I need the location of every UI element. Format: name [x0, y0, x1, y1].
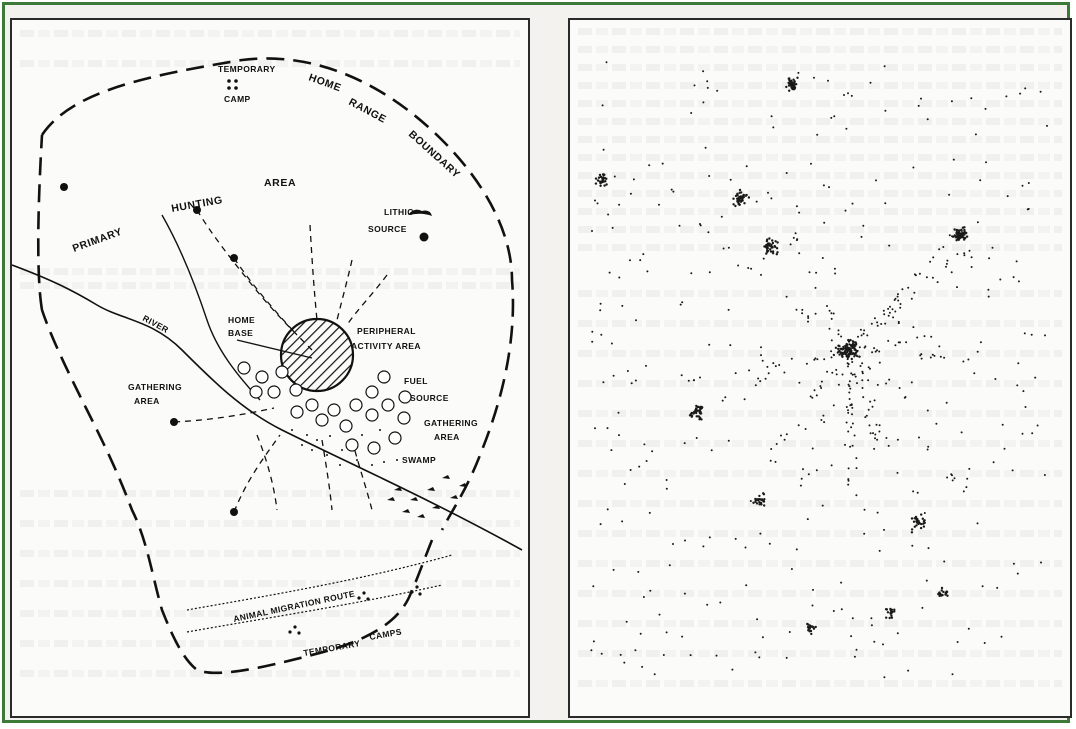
fuel-source-label: SOURCE — [410, 393, 449, 403]
fuel-source-trees — [237, 361, 412, 455]
lithic-label: LITHIC — [384, 207, 414, 217]
home-base-circle — [279, 317, 355, 393]
settlement-map: TEMPORARY CAMP HOME RANGE BOUNDARY PRIMA… — [12, 57, 523, 675]
swamp-marks — [387, 475, 467, 518]
home-range-boundary — [36, 57, 515, 675]
primary-label: PRIMARY — [71, 226, 124, 255]
gathering-right-label-2: AREA — [434, 432, 460, 442]
fuel-label: FUEL — [404, 376, 428, 386]
peripheral-label: PERIPHERAL — [357, 326, 416, 336]
migration-route-upper — [186, 554, 453, 611]
activity-area-label: ACTIVITY AREA — [351, 341, 421, 351]
fuel-source-stipple — [291, 429, 398, 466]
settlement-model-diagram: TEMPORARY CAMP HOME RANGE BOUNDARY PRIMA… — [10, 18, 530, 718]
river-label: RIVER — [141, 313, 170, 335]
gathering-left-label-2: AREA — [134, 396, 160, 406]
home-label: HOME — [307, 72, 343, 95]
dot-distribution-diagram — [568, 18, 1072, 718]
temporary-camp-label-1: TEMPORARY — [218, 64, 276, 74]
gathering-left-label-1: GATHERING — [128, 382, 182, 392]
temporary-camps-icon — [288, 585, 422, 635]
dot-scatter — [590, 61, 1048, 679]
temporary-camp-icon — [227, 79, 238, 90]
temporary-camp-label-2: CAMP — [224, 94, 251, 104]
temporary-camps-label-1: TEMPORARY — [303, 638, 361, 658]
boundary-label: BOUNDARY — [406, 128, 462, 180]
dot-cloud — [590, 61, 1048, 679]
tributary-line — [161, 214, 261, 401]
swamp-label: SWAMP — [402, 455, 436, 465]
range-label: RANGE — [347, 96, 389, 126]
home-base-label-2: BASE — [228, 328, 253, 338]
gathering-right-label-1: GATHERING — [424, 418, 478, 428]
home-base-label-1: HOME — [228, 315, 255, 325]
area-label: AREA — [264, 177, 296, 189]
lithic-source-icon — [408, 209, 432, 216]
trail-endpoints — [60, 183, 429, 516]
temporary-camps-label-2: CAMPS — [369, 626, 403, 642]
migration-route-lower — [186, 584, 443, 633]
river-line — [12, 264, 523, 551]
home-base-leader — [236, 339, 313, 359]
source-label: SOURCE — [368, 224, 407, 234]
